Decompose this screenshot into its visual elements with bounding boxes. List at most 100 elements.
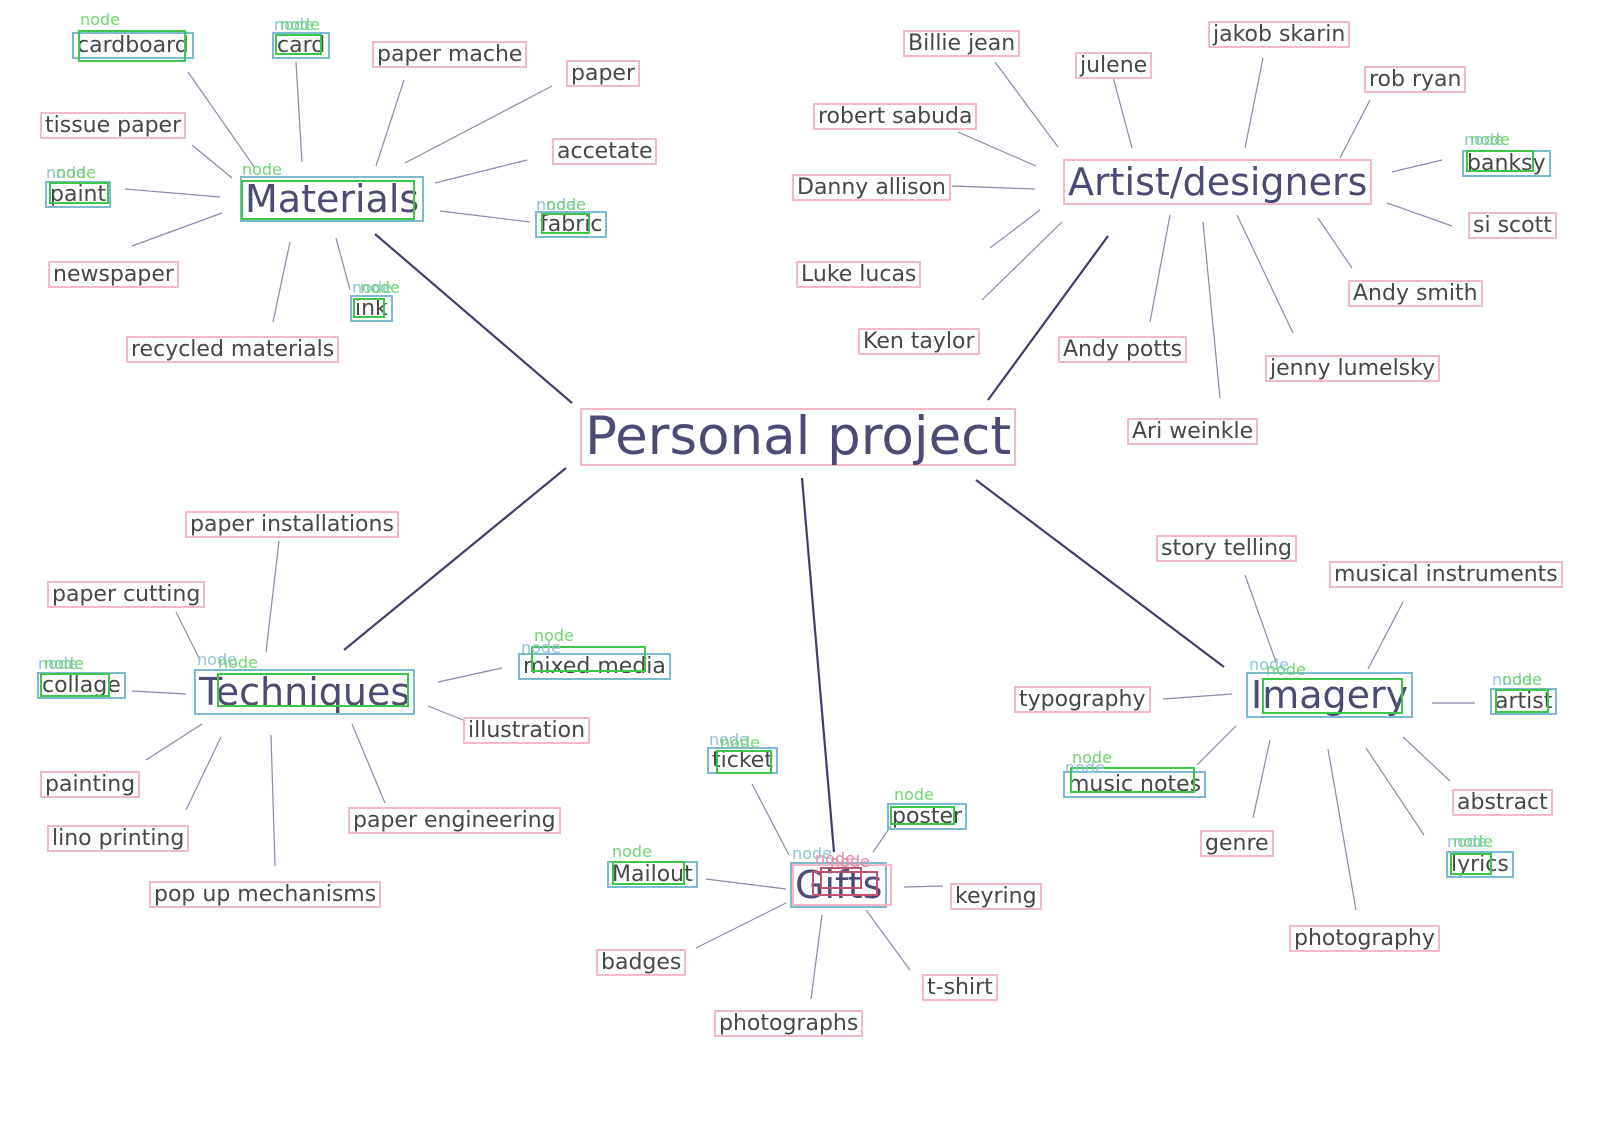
node-t-shirt: t-shirt — [922, 974, 998, 1001]
link-imagery-music-notes — [1196, 725, 1237, 766]
link-artists-ken-taylor — [981, 221, 1063, 301]
node-andy-potts: Andy potts — [1058, 336, 1188, 363]
annotation-tag: node — [815, 849, 855, 868]
node-keyring: keyring — [950, 883, 1042, 910]
link-materials-paper — [404, 85, 553, 164]
node-si-scott: si scott — [1468, 212, 1557, 239]
link-artists-rob-ryan — [1339, 99, 1371, 159]
annotation-box-green — [1262, 678, 1403, 714]
node-badges: badges — [596, 949, 687, 976]
link-imagery-genre — [1252, 739, 1271, 819]
link-imagery-photography — [1327, 748, 1357, 911]
annotation-tag: node — [521, 638, 561, 657]
annotation-tag: node — [1072, 748, 1112, 767]
annotation-box-pink — [792, 864, 892, 906]
annotation-box-green — [1466, 150, 1534, 172]
annotation-box-green — [217, 673, 409, 707]
annotation-tag: node — [1502, 670, 1542, 689]
link-artists-billie-jean — [994, 61, 1059, 148]
node-music-notes: music notes — [1063, 771, 1207, 798]
link-techniques-paper-cutting — [175, 611, 201, 661]
link-gifts-photographs — [810, 914, 823, 1000]
annotation-box-green — [353, 298, 385, 318]
annotation-tag: node — [1249, 655, 1289, 674]
annotation-tag: node — [612, 842, 652, 861]
annotation-tag: node — [720, 733, 760, 752]
link-materials-cardboard — [187, 71, 256, 169]
branch-artist-designers: Artist/designers — [1063, 159, 1373, 205]
annotation-tag: node — [1065, 758, 1105, 777]
node-story-telling: story telling — [1156, 535, 1298, 562]
link-artists-julene — [1112, 76, 1133, 149]
link-techniques-paper-engineering — [351, 723, 386, 804]
node-paper: paper — [566, 60, 640, 87]
link-artists-robert-sabuda — [957, 131, 1037, 167]
link-techniques-paper-installations — [265, 540, 280, 653]
link-gifts-mailout — [705, 878, 787, 890]
annotation-box-red — [820, 867, 862, 889]
link-artists-jakob-skarin — [1244, 57, 1264, 149]
link-gifts-poster — [872, 825, 892, 853]
link-materials-paint — [124, 188, 221, 198]
annotation-box-red — [812, 871, 878, 896]
node-billie-jean: Billie jean — [903, 30, 1021, 57]
node-mixed-media: mixed media — [518, 653, 671, 680]
annotation-tag: node — [546, 195, 586, 214]
link-hub-imagery — [975, 479, 1225, 668]
annotation-tag: node — [56, 163, 96, 182]
node-lyrics: lyrics — [1446, 851, 1514, 878]
node-painting: painting — [40, 771, 141, 798]
annotation-tag: node — [1464, 130, 1504, 149]
link-techniques-pop-up — [270, 734, 276, 867]
annotation-tag: node — [534, 626, 574, 645]
link-techniques-lino-printing — [185, 736, 222, 811]
node-typography: typography — [1014, 686, 1151, 713]
node-paper-engineering: paper engineering — [348, 807, 561, 834]
annotation-tag: node — [1492, 670, 1532, 689]
node-jakob-skarin: jakob skarin — [1208, 21, 1351, 48]
annotation-box-green — [275, 34, 322, 55]
link-gifts-ticket — [751, 783, 790, 856]
link-gifts-keyring — [903, 885, 944, 888]
link-hub-gifts — [800, 477, 836, 853]
node-paper-mache: paper mache — [372, 41, 528, 68]
node-tissue-paper: tissue paper — [40, 112, 187, 139]
annotation-tag: node — [536, 195, 576, 214]
link-artists-andy-potts — [1149, 214, 1171, 323]
annotation-tag: node — [360, 278, 400, 297]
link-imagery-story-telling — [1244, 574, 1277, 663]
node-illustration: illustration — [463, 717, 591, 744]
node-genre: genre — [1200, 830, 1274, 857]
annotation-tag: node — [38, 654, 78, 673]
annotation-box-green — [531, 646, 646, 672]
node-robert-sabuda: robert sabuda — [813, 103, 978, 130]
link-materials-card — [295, 61, 303, 163]
hub-personal-project: Personal project — [580, 408, 1017, 466]
link-artists-luke-lucas — [989, 209, 1041, 249]
annotation-tag: node — [280, 15, 320, 34]
annotation-tag: node — [830, 852, 870, 871]
node-ink: ink — [350, 295, 393, 322]
link-materials-paper-mache — [375, 79, 405, 167]
annotation-tag: node — [1470, 130, 1510, 149]
annotation-tag: node — [197, 650, 237, 669]
annotation-box-green — [40, 673, 110, 697]
node-card: card — [272, 32, 331, 59]
annotation-tag: node — [274, 15, 314, 34]
annotation-box-green — [890, 806, 955, 825]
link-gifts-t-shirt — [865, 909, 911, 971]
link-artists-si-scott — [1386, 202, 1453, 227]
annotation-box-green — [612, 861, 685, 885]
link-imagery-typography — [1162, 693, 1233, 700]
node-luke-lucas: Luke lucas — [796, 261, 922, 288]
node-andy-smith: Andy smith — [1348, 280, 1483, 307]
annotation-box-green — [1070, 767, 1195, 793]
annotation-tag: node — [1453, 832, 1493, 851]
node-musical-instruments: musical instruments — [1329, 561, 1563, 588]
link-artists-ari-weinkle — [1202, 221, 1221, 399]
annotation-tag: node — [218, 653, 258, 672]
node-poster: poster — [887, 803, 968, 830]
link-artists-jenny-lumelsky — [1236, 214, 1294, 334]
link-hub-materials — [374, 233, 573, 404]
